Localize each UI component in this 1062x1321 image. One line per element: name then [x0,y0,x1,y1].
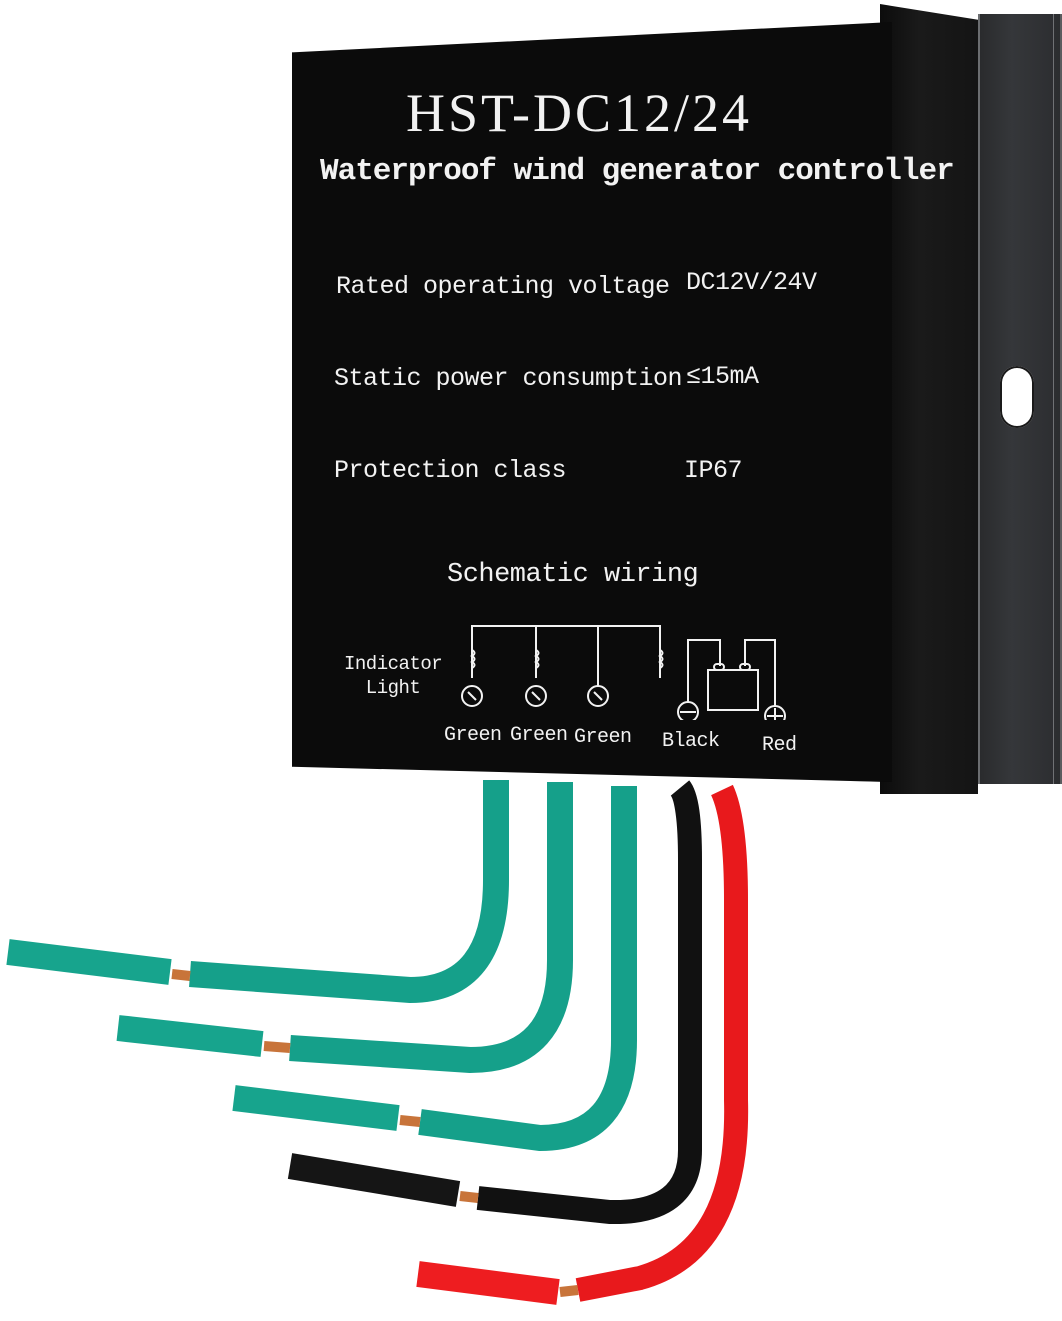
spec-label-power: Static power consumption [334,364,683,393]
wire-label-green-1: Green [444,724,502,747]
spec-label-protection: Protection class [334,456,567,485]
indicator-label-line2: Light [365,677,421,699]
schematic-wiring-diagram [461,625,786,720]
wire-label-red: Red [762,734,797,757]
model-title: HST-DC12/24 [406,83,753,143]
mounting-slot-hole [1000,366,1034,428]
indicator-label-line1: Indicator [344,653,443,675]
schematic-title: Schematic wiring [447,560,699,590]
indicator-light-label: Indicator Light [344,652,443,700]
black-wire [476,780,702,1225]
controller-front-panel [292,22,892,782]
green-wire-3 [418,786,637,1152]
wire-label-green-2: Green [510,724,568,747]
product-subtitle: Waterproof wind generator controller [320,154,955,189]
spec-value-voltage: DC12V/24V [686,268,817,297]
green-wire-1 [189,780,509,1004]
wire-label-black: Black [662,730,720,753]
spec-label-voltage: Rated operating voltage [336,272,670,301]
wire-label-green-3: Green [574,726,632,749]
green-wire-2 [289,782,573,1074]
spec-value-protection: IP67 [684,456,743,485]
cable-bundle [6,780,749,1305]
bracket-side-wall [880,4,978,794]
spec-value-power: ≤15mA [686,362,759,391]
red-wire [575,784,749,1302]
